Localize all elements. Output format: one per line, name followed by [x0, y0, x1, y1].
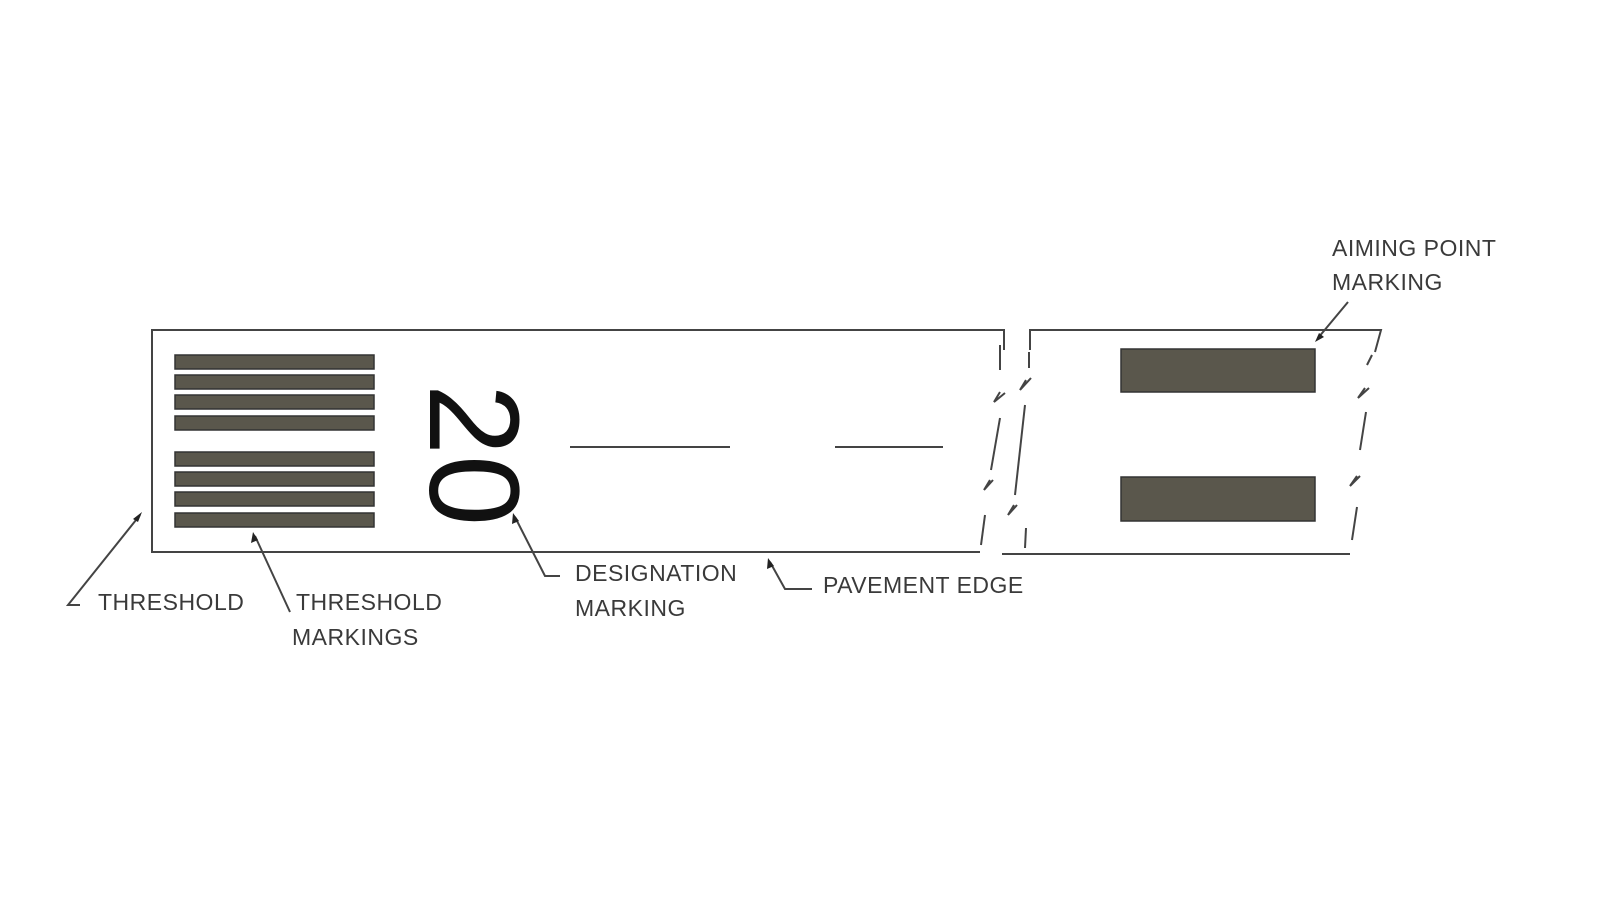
- label-pavement-edge: PAVEMENT EDGE: [823, 572, 1024, 598]
- runway-designation: 20: [402, 384, 545, 526]
- label-threshold-markings-line2: MARKINGS: [292, 624, 419, 650]
- label-designation-marking-line2: MARKING: [575, 595, 686, 621]
- aiming-point-markings: [1120, 348, 1316, 522]
- pavement-outline: [151, 329, 1383, 555]
- break-lines: [980, 345, 1373, 549]
- label-aiming-point-line2: MARKING: [1332, 269, 1443, 295]
- label-threshold: THRESHOLD: [98, 589, 244, 615]
- leader-lines: [65, 301, 1349, 613]
- threshold-markings: [174, 354, 375, 528]
- label-designation-marking-line1: DESIGNATION: [575, 560, 737, 586]
- label-threshold-markings-line1: THRESHOLD: [296, 589, 442, 615]
- label-aiming-point-line1: AIMING POINT: [1332, 235, 1496, 261]
